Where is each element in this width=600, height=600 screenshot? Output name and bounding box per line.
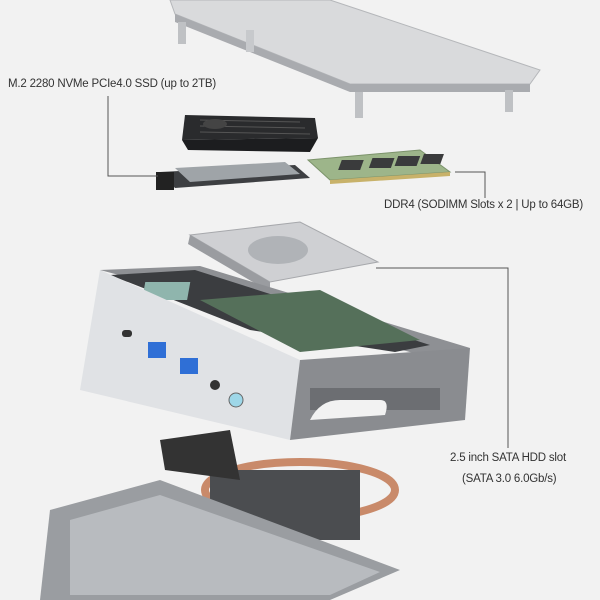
ddr4-ram [306,149,452,184]
ssd-heatsink [182,115,318,152]
ram-leader-line [455,171,486,198]
leader-lines [107,96,509,448]
usb-a-port-2 [180,358,198,374]
usb-c-port [122,330,132,337]
ssd-callout: M.2 2280 NVMe PCIe4.0 SSD (up to 2TB) [8,78,217,90]
audio-jack [210,380,220,390]
usb-a-port-1 [148,342,166,358]
ssd-leader-line [107,96,158,177]
chassis [80,266,470,440]
ram-callout: DDR4 (SODIMM Slots x 2 | Up to 64GB) [384,199,584,211]
hdd-bracket [188,221,380,292]
bottom-plate [40,480,400,600]
top-lid [169,0,541,118]
hdd-callout-line1: 2.5 inch SATA HDD slot [450,452,566,464]
hdd-callout-line2: (SATA 3.0 6.0Gb/s) [462,473,557,485]
m2-ssd [156,162,310,190]
power-button [228,392,244,408]
hdd-leader-line [376,267,509,448]
